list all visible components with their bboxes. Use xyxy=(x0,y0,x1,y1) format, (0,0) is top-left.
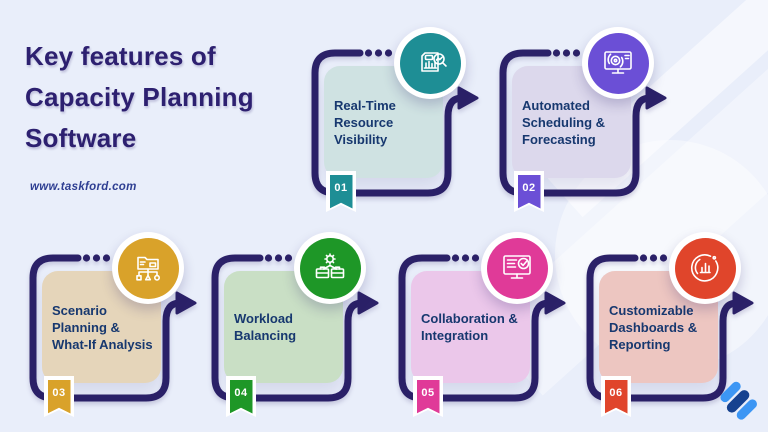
feature-card-customizable-dashboards: Customizable Dashboards & Reporting 06 xyxy=(576,225,761,430)
website-url: www.taskford.com xyxy=(30,181,137,193)
card-title: Workload Balancing xyxy=(234,311,297,343)
card-title: Scenario Planning & What-If Analysis xyxy=(52,302,153,352)
dashboard-chart-icon xyxy=(669,232,741,304)
card-number: 01 xyxy=(329,174,353,209)
page-title-line2: Capacity Planning xyxy=(25,82,254,112)
feature-card-realtime-visibility: Real-Time Resource Visibility 01 xyxy=(301,20,486,225)
feature-card-scenario-planning: Scenario Planning & What-If Analysis 03 xyxy=(19,225,204,430)
workload-gear-icon xyxy=(294,232,366,304)
automation-monitor-icon xyxy=(582,27,654,99)
number-badge: 01 xyxy=(326,171,356,212)
feature-card-collaboration-integration: Collaboration & Integration 05 xyxy=(388,225,573,430)
card-title: Real-Time Resource Visibility xyxy=(334,97,396,147)
card-number: 02 xyxy=(517,174,541,209)
card-number: 05 xyxy=(416,379,440,414)
card-title: Automated Scheduling & Forecasting xyxy=(522,97,606,147)
analytics-magnifier-icon xyxy=(394,27,466,99)
number-badge: 06 xyxy=(601,376,631,417)
taskford-logo xyxy=(720,381,757,420)
scenario-folder-icon xyxy=(112,232,184,304)
number-badge: 04 xyxy=(226,376,256,417)
collaboration-check-icon xyxy=(481,232,553,304)
page-title-line1: Key features of xyxy=(25,41,216,71)
card-number: 04 xyxy=(229,379,253,414)
card-number: 06 xyxy=(604,379,628,414)
card-title: Customizable Dashboards & Reporting xyxy=(609,302,698,352)
feature-card-automated-scheduling: Automated Scheduling & Forecasting 02 xyxy=(489,20,674,225)
feature-card-workload-balancing: Workload Balancing 04 xyxy=(201,225,386,430)
card-number: 03 xyxy=(47,379,71,414)
page-title-line3: Software xyxy=(25,123,137,153)
page-title: Key features of Capacity Planning Softwa… xyxy=(25,36,325,159)
card-title: Collaboration & Integration xyxy=(421,311,518,343)
